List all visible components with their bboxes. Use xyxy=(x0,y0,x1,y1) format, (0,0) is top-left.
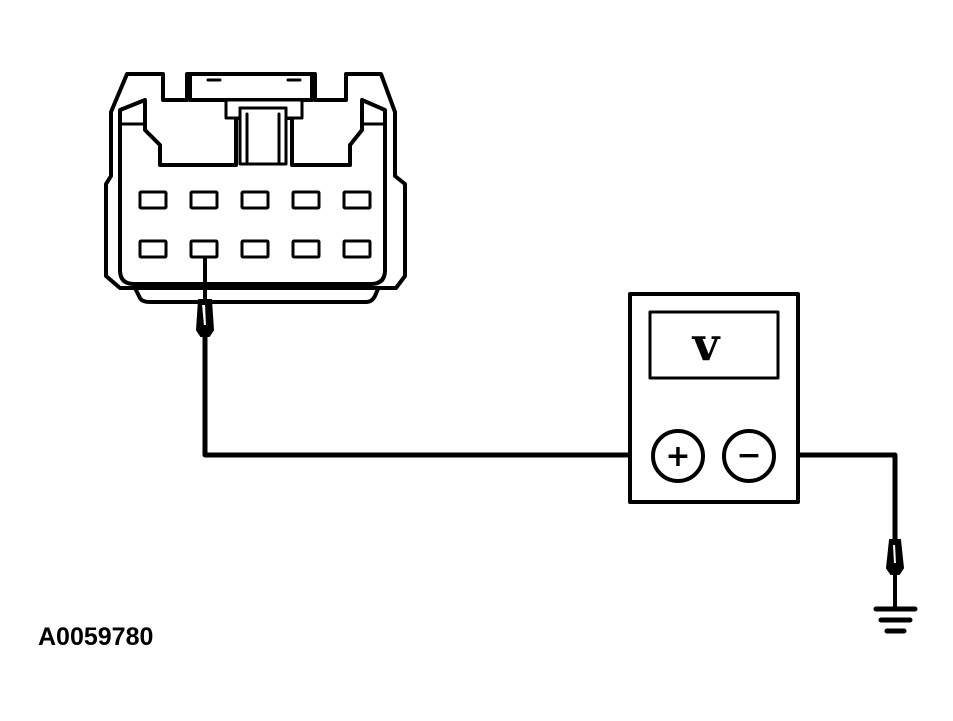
ground-probe xyxy=(885,539,905,610)
negative-terminal[interactable] xyxy=(722,429,776,483)
negative-lead-wire xyxy=(772,452,898,543)
probed-pin-cavity xyxy=(189,239,219,259)
pin-cavity xyxy=(291,190,321,210)
pin-cavity xyxy=(240,239,270,259)
pin-cavity xyxy=(189,190,219,210)
connector xyxy=(104,72,407,304)
pin-cavity xyxy=(138,190,168,210)
pin-cavity xyxy=(291,239,321,259)
backprobe xyxy=(195,256,215,337)
positive-terminal-label: + xyxy=(665,439,690,474)
meter-display-symbol: v xyxy=(692,317,721,371)
positive-lead-wire xyxy=(202,333,655,458)
meter-display xyxy=(648,310,780,380)
positive-terminal[interactable] xyxy=(651,429,705,483)
figure-id: A0059780 xyxy=(38,623,153,651)
pin-cavity xyxy=(342,239,372,259)
ground-symbol-icon xyxy=(873,606,918,634)
pin-cavities xyxy=(138,190,372,259)
pin-cavity xyxy=(240,190,270,210)
pin-cavity xyxy=(342,190,372,210)
voltmeter: v + − xyxy=(628,292,800,504)
pin-cavity xyxy=(138,239,168,259)
negative-terminal-label: − xyxy=(736,438,761,473)
